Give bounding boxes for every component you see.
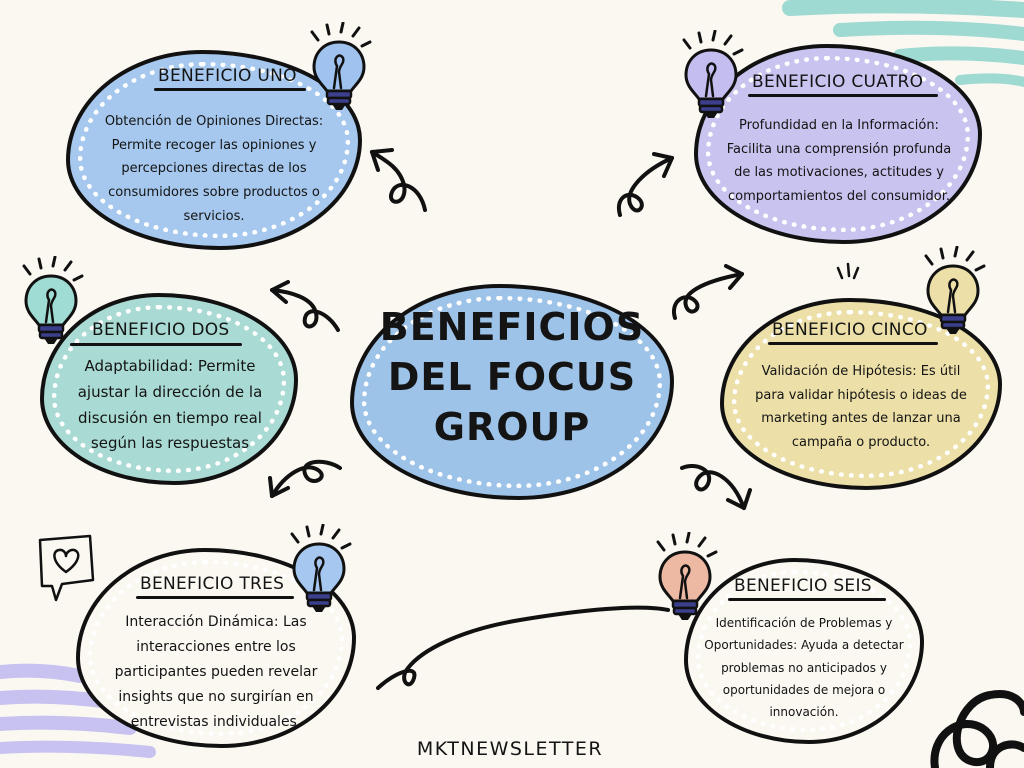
benefit-dos-card bbox=[40, 293, 298, 485]
benefit-uno-underline bbox=[154, 88, 306, 91]
lightbulb-icon bbox=[682, 30, 744, 118]
lightbulb-icon bbox=[656, 532, 718, 620]
benefit-tres-line-4: insights que no surgirían en bbox=[118, 688, 314, 705]
benefit-dos-heading: BENEFICIO DOS bbox=[92, 320, 230, 340]
benefit-cuatro-description: Profundidad en la Información: Facilita … bbox=[712, 114, 966, 209]
footer-brand: MKTNEWSLETTER bbox=[416, 738, 604, 760]
page-title: BENEFICIOS DEL FOCUS GROUP bbox=[362, 302, 662, 452]
benefit-cuatro-line-3: de las motivaciones, actitudes y bbox=[734, 165, 944, 181]
benefit-dos-line-3: discusión en tiempo real bbox=[78, 408, 262, 427]
lightbulb-icon bbox=[290, 524, 352, 612]
title-line-1: BENEFICIOS bbox=[379, 305, 645, 349]
curly-arrow-icon bbox=[270, 280, 340, 332]
benefit-tres-line-5: entrevistas individuales. bbox=[130, 713, 302, 730]
teal-brush-stroke bbox=[782, 0, 1024, 87]
heart-speech-bubble-icon bbox=[38, 534, 95, 602]
benefit-uno-card bbox=[66, 50, 362, 250]
benefit-dos-line-2: ajustar la dirección de la bbox=[77, 382, 263, 401]
benefit-dos-line-1: Adaptabilidad: Permite bbox=[84, 357, 256, 375]
curly-arrow-icon bbox=[370, 148, 427, 212]
benefit-cinco-line-2: para validar hipótesis o ideas de bbox=[755, 387, 967, 403]
benefit-seis-line-2: Oportunidades: Ayuda a detectar bbox=[704, 638, 904, 653]
benefit-dos-underline bbox=[70, 343, 242, 346]
sparkle-decoration bbox=[836, 262, 860, 280]
benefit-seis-line-1: Identificación de Problemas y bbox=[715, 616, 893, 630]
title-line-2: DEL FOCUS bbox=[387, 355, 637, 400]
benefit-tres-line-2: interacciones entre los bbox=[136, 638, 296, 655]
curly-connector-line bbox=[376, 605, 670, 690]
benefit-tres-description: Interacción Dinámica: Las interacciones … bbox=[96, 610, 336, 735]
benefit-dos-description: Adaptabilidad: Permite ajustar la direcc… bbox=[52, 354, 288, 457]
curly-arrow-icon bbox=[616, 152, 674, 217]
benefit-cinco-description: Validación de Hipótesis: Es útil para va… bbox=[736, 360, 986, 455]
benefit-cinco-line-4: campaña o producto. bbox=[791, 434, 931, 450]
benefit-seis-line-5: innovación. bbox=[769, 705, 839, 720]
lightbulb-icon bbox=[924, 246, 986, 334]
benefit-seis-card bbox=[684, 558, 924, 744]
benefit-tres-underline bbox=[136, 596, 294, 599]
benefit-cinco-heading: BENEFICIO CINCO bbox=[772, 320, 928, 340]
benefit-cuatro-line-2: Facilita una comprensión profunda bbox=[726, 141, 952, 157]
benefit-cuatro-card bbox=[694, 44, 982, 244]
benefit-uno-line-3: percepciones directas de los bbox=[121, 161, 307, 177]
benefit-tres-line-3: participantes pueden revelar bbox=[114, 663, 318, 680]
curly-arrow-icon bbox=[268, 459, 342, 498]
benefit-seis-heading: BENEFICIO SEIS bbox=[734, 576, 872, 596]
title-line-3: GROUP bbox=[433, 405, 591, 450]
benefit-dos-line-4: según las respuestas bbox=[90, 434, 250, 453]
benefit-cinco-underline bbox=[768, 342, 938, 345]
benefit-uno-line-2: Permite recoger las opiniones y bbox=[111, 137, 317, 153]
benefit-seis-underline bbox=[728, 598, 886, 601]
benefit-cuatro-underline bbox=[748, 94, 938, 97]
lightbulb-icon bbox=[22, 256, 84, 344]
benefit-cinco-line-3: marketing antes de lanzar una bbox=[761, 411, 961, 427]
benefit-seis-description: Identificación de Problemas y Oportunida… bbox=[696, 612, 912, 724]
benefit-seis-line-3: problemas no anticipados y bbox=[721, 660, 887, 675]
benefit-cinco-line-1: Validación de Hipótesis: Es útil bbox=[761, 364, 961, 379]
benefit-uno-line-4: consumidores sobre productos o bbox=[108, 184, 320, 200]
benefit-tres-heading: BENEFICIO TRES bbox=[140, 574, 285, 594]
benefit-cuatro-heading: BENEFICIO CUATRO bbox=[752, 72, 924, 92]
benefit-uno-line-5: servicios. bbox=[183, 208, 245, 224]
center-card bbox=[350, 284, 674, 500]
black-squiggle-decoration bbox=[930, 690, 1024, 768]
benefit-uno-line-1: Obtención de Opiniones Directas: bbox=[104, 114, 324, 129]
benefit-cuatro-line-1: Profundidad en la Información: bbox=[739, 118, 939, 133]
curly-arrow-icon bbox=[680, 464, 752, 510]
benefit-tres-line-1: Interacción Dinámica: Las bbox=[125, 614, 307, 630]
benefit-cuatro-line-4: comportamientos del consumidor. bbox=[728, 188, 950, 204]
benefit-uno-description: Obtención de Opiniones Directas: Permite… bbox=[82, 110, 346, 228]
benefit-uno-heading: BENEFICIO UNO bbox=[158, 66, 297, 86]
curly-arrow-icon bbox=[671, 264, 744, 320]
lightbulb-icon bbox=[310, 22, 372, 110]
benefit-seis-line-4: oportunidades de mejora o bbox=[722, 682, 886, 697]
